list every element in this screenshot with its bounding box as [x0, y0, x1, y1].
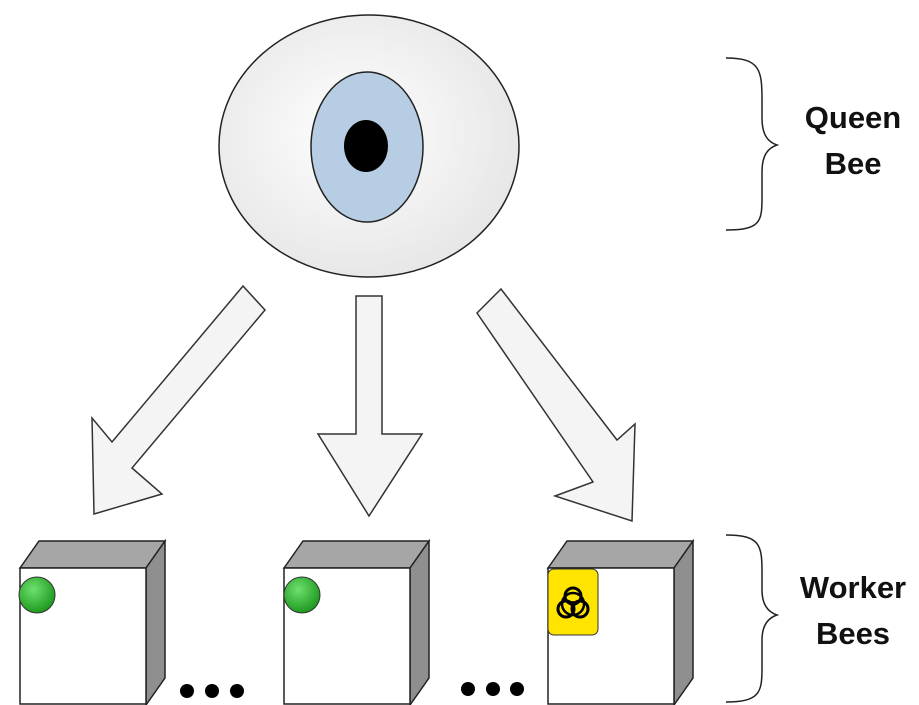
green-dot-icon: [283, 576, 321, 614]
queen-bee-label: Queen Bee: [793, 95, 913, 187]
worker-label-line2: Bees: [815, 616, 891, 651]
biohazard-icon: [547, 568, 599, 636]
ellipsis-1: [180, 684, 244, 698]
queen-eye: [218, 14, 520, 278]
arrow-right: [476, 287, 636, 523]
worker-box-3: [546, 538, 695, 705]
box-front: [283, 567, 411, 705]
box-top: [546, 540, 695, 569]
worker-box-1: [18, 538, 167, 705]
box-side: [145, 538, 166, 705]
ellipsis-2: [461, 682, 524, 696]
arrow-left: [91, 284, 266, 515]
worker-label-line1: Worker: [799, 570, 907, 605]
queen-label-line2: Bee: [824, 146, 882, 181]
queen-brace: [725, 57, 780, 231]
eye-pupil: [344, 120, 388, 172]
box-top: [18, 540, 167, 569]
worker-bees-label: Worker Bees: [793, 565, 913, 657]
box-side: [409, 538, 430, 705]
box-side: [673, 538, 694, 705]
worker-brace: [725, 534, 780, 703]
queen-label-line1: Queen: [804, 100, 902, 135]
box-top: [282, 540, 431, 569]
worker-box-2: [282, 538, 431, 705]
green-dot-icon: [18, 576, 56, 614]
arrow-center: [316, 295, 424, 518]
